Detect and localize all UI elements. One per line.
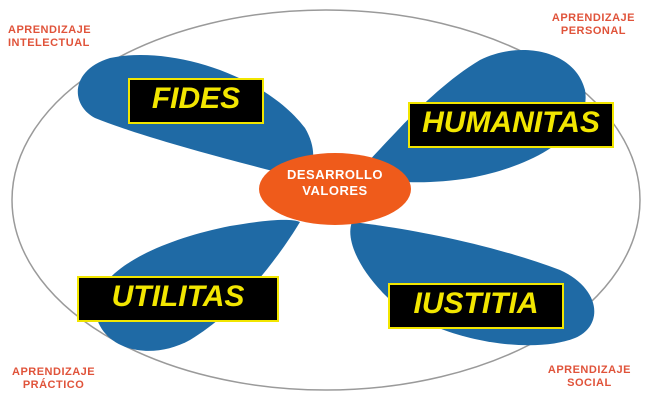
- petal-label-iustitia: IUSTITIA: [388, 283, 564, 329]
- center-ellipse: [259, 153, 411, 225]
- center-label-line1: DESARROLLO: [287, 167, 383, 182]
- corner-label-top-left: APRENDIZAJE INTELECTUAL: [8, 24, 91, 50]
- center-label-line2: VALORES: [302, 183, 368, 198]
- corner-top-left-line2: INTELECTUAL: [8, 37, 90, 49]
- petal-label-utilitas: UTILITAS: [77, 276, 279, 322]
- corner-label-top-right: APRENDIZAJE PERSONAL: [552, 12, 635, 38]
- corner-bottom-right-line2: SOCIAL: [567, 377, 612, 389]
- center-label: DESARROLLO VALORES: [262, 167, 408, 199]
- corner-bottom-left-line1: APRENDIZAJE: [12, 366, 96, 378]
- outer-ellipse: [11, 9, 641, 391]
- petal-label-fides: FIDES: [128, 78, 264, 124]
- corner-top-right-line1: APRENDIZAJE: [551, 12, 635, 24]
- corner-top-right-line2: PERSONAL: [560, 25, 626, 37]
- corner-bottom-left-line2: PRÁCTICO: [22, 379, 85, 391]
- corner-bottom-right-line1: APRENDIZAJE: [547, 364, 631, 376]
- corner-label-bottom-left: APRENDIZAJE PRÁCTICO: [12, 366, 95, 392]
- corner-top-left-line1: APRENDIZAJE: [8, 24, 92, 36]
- petal-label-humanitas: HUMANITAS: [408, 102, 614, 148]
- corner-label-bottom-right: APRENDIZAJE SOCIAL: [548, 364, 631, 390]
